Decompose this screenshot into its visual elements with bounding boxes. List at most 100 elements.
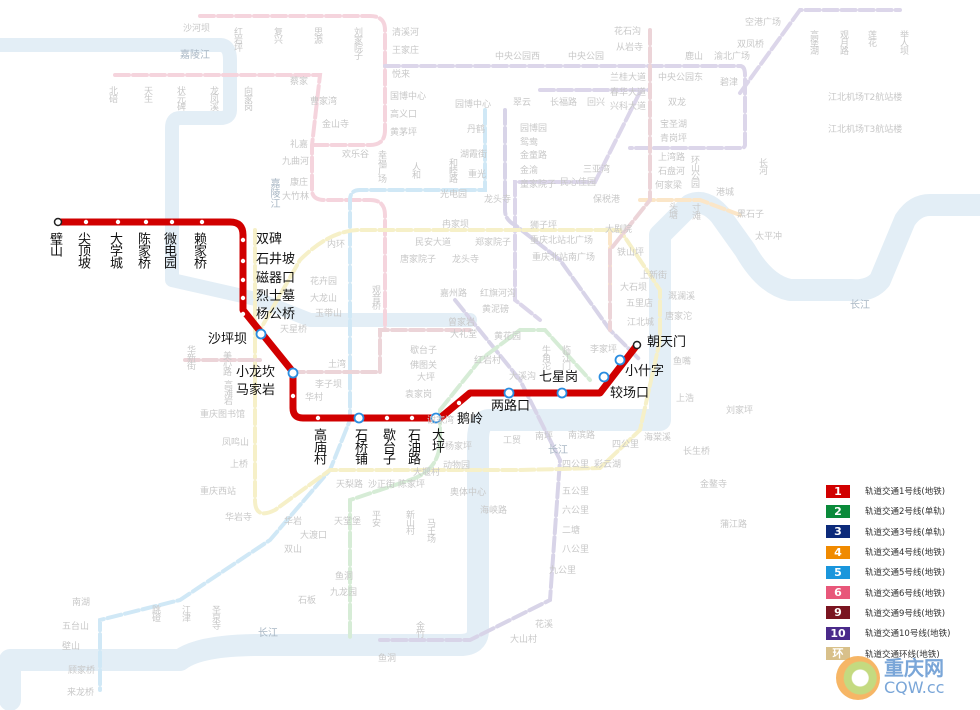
background-station-label: 黄茅坪 [390, 128, 418, 138]
background-station-label: 保税港 [593, 195, 621, 205]
background-station-label: 曹家湾 [310, 97, 338, 107]
station-label[interactable]: 马家岩 [236, 383, 276, 398]
station-marker[interactable] [598, 371, 610, 383]
background-station-label: 宝圣湖 [660, 120, 688, 130]
line3-bg [378, 108, 642, 642]
background-station-label: 八公里 [562, 545, 590, 555]
background-station-label: 鹿山 [685, 52, 704, 62]
station-marker[interactable] [255, 328, 267, 340]
station-marker[interactable] [240, 258, 246, 264]
background-station-label: 上湾路 [658, 153, 686, 163]
background-station-label: 高滩岩 [222, 380, 232, 404]
station-label[interactable]: 高庙村 [311, 428, 326, 464]
background-station-label: 江北城 [627, 318, 655, 328]
station-label[interactable]: 大坪 [429, 428, 444, 452]
background-station-label: 幸福广场 [376, 150, 386, 182]
background-station-label: 九公里 [549, 566, 577, 576]
station-label[interactable]: 石井坡 [256, 252, 296, 267]
background-station-label: 空港广场 [745, 18, 782, 28]
station-label[interactable]: 小什字 [625, 364, 665, 379]
background-station-label: 观音桥 [370, 285, 380, 309]
background-station-label: 新山村 [404, 510, 414, 534]
background-station-label: 三亚湾 [583, 165, 611, 175]
station-label[interactable]: 杨公桥 [256, 307, 296, 322]
line-badge: 1 [826, 484, 850, 498]
station-marker[interactable] [456, 400, 462, 406]
station-marker[interactable] [290, 393, 296, 399]
background-station-label: 九曲河 [282, 157, 310, 167]
station-label[interactable]: 陈家桥 [135, 232, 150, 268]
station-marker[interactable] [53, 217, 63, 227]
background-station-label: 花卉园 [310, 277, 338, 287]
station-label[interactable]: 赖家桥 [191, 232, 206, 268]
background-station-label: 大剧院 [605, 225, 633, 235]
station-marker[interactable] [614, 354, 626, 366]
station-label[interactable]: 微电园 [161, 232, 176, 268]
station-marker[interactable] [240, 295, 246, 301]
station-marker[interactable] [240, 277, 246, 283]
station-label[interactable]: 璧山 [47, 232, 62, 256]
background-station-label: 九龙园 [330, 588, 358, 598]
line-badge: 2 [826, 504, 850, 518]
background-station-label: 金渝 [520, 166, 539, 176]
station-marker[interactable] [556, 387, 568, 399]
station-marker[interactable] [430, 412, 442, 424]
station-label[interactable]: 烈士墓 [256, 289, 296, 304]
river-label: 长江 [850, 300, 870, 311]
background-station-label: 蒲江路 [720, 520, 748, 530]
background-station-label: 状元碑 [175, 86, 185, 110]
station-marker[interactable] [83, 219, 89, 225]
station-marker[interactable] [409, 415, 415, 421]
station-label[interactable]: 朝天门 [647, 335, 687, 350]
station-marker[interactable] [169, 219, 175, 225]
background-station-label: 黄泥磅 [482, 305, 510, 315]
station-label[interactable]: 石桥铺 [352, 428, 367, 464]
station-marker[interactable] [115, 219, 121, 225]
station-label[interactable]: 磁器口 [256, 271, 296, 286]
background-station-label: 龙凤溪 [208, 86, 218, 110]
background-station-label: 花溪 [535, 620, 554, 630]
station-label[interactable]: 小龙坎 [236, 365, 276, 380]
station-marker[interactable] [315, 415, 321, 421]
station-label[interactable]: 石油路 [405, 428, 420, 464]
background-station-label: 重庆西站 [200, 487, 237, 497]
background-station-label: 长河 [757, 158, 767, 174]
station-marker[interactable] [240, 237, 246, 243]
legend-label: 轨道交通环线(地铁) [865, 649, 940, 660]
station-label[interactable]: 沙坪坝 [208, 332, 248, 347]
station-label[interactable]: 双碑 [256, 232, 283, 247]
station-marker[interactable] [384, 415, 390, 421]
background-station-label: 港城 [716, 188, 735, 198]
station-marker[interactable] [632, 340, 642, 350]
background-station-label: 江北机场T2航站楼 [828, 93, 903, 103]
yangtze-river [0, 192, 980, 710]
background-station-label: 金鳌寺 [700, 480, 728, 490]
background-station-label: 园博园 [520, 124, 548, 134]
background-station-label: 重庆北站北广场 [530, 236, 594, 246]
station-marker[interactable] [503, 387, 515, 399]
background-station-label: 冉家坝 [442, 220, 470, 230]
background-station-label: 牛角沱 [540, 345, 550, 369]
background-station-label: 江北机场T3航站楼 [828, 125, 903, 135]
station-marker[interactable] [199, 219, 205, 225]
background-station-label: 翠云 [513, 98, 532, 108]
background-station-label: 中央公园东 [658, 73, 704, 83]
station-label[interactable]: 鹅岭 [457, 412, 484, 427]
station-label[interactable]: 七星岗 [539, 370, 579, 385]
station-label[interactable]: 歇台子 [380, 428, 395, 464]
station-marker[interactable] [287, 367, 299, 379]
background-station-label: 黄花园 [494, 332, 522, 342]
station-label[interactable]: 尖顶坡 [75, 232, 90, 268]
station-marker[interactable] [240, 311, 246, 317]
station-marker[interactable] [143, 219, 149, 225]
background-station-label: 长生桥 [683, 447, 711, 457]
background-station-label: 美心路 [221, 351, 231, 375]
station-label[interactable]: 较场口 [610, 386, 650, 401]
station-marker[interactable] [353, 412, 365, 424]
background-station-label: 高义口 [390, 110, 418, 120]
station-label[interactable]: 两路口 [491, 399, 531, 414]
station-label[interactable]: 大学城 [107, 232, 122, 268]
